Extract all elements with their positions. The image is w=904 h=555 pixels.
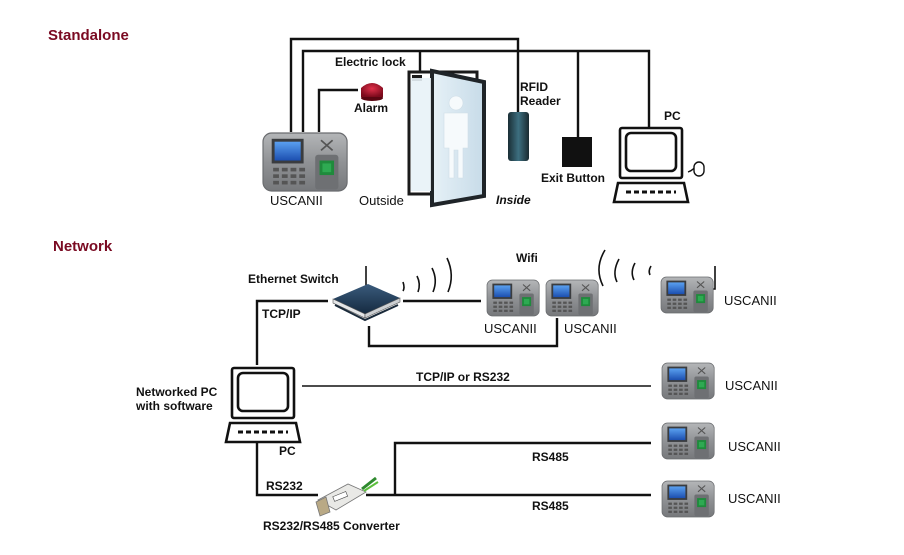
network-pc-label: PC <box>279 444 296 458</box>
mouse-icon <box>693 161 705 177</box>
network-device-1 <box>486 279 540 317</box>
inside-label: Inside <box>496 193 531 207</box>
standalone-wiring <box>289 37 651 137</box>
network-device-1-label: USCANII <box>484 321 537 336</box>
tcpip-label: TCP/IP <box>262 307 301 321</box>
network-device-6-label: USCANII <box>728 491 781 506</box>
network-device-2 <box>545 279 599 317</box>
network-device-5-label: USCANII <box>728 439 781 454</box>
ethernet-switch-icon <box>332 284 401 322</box>
network-device-4-label: USCANII <box>725 378 778 393</box>
exit-button-icon <box>562 137 592 167</box>
section-title-network: Network <box>53 238 113 255</box>
wifi-waves-icon-right <box>598 249 652 287</box>
network-device-6 <box>661 480 715 518</box>
wifi-label: Wifi <box>516 251 538 265</box>
rs232-label: RS232 <box>266 479 303 493</box>
tcpip-or-rs232-label: TCP/IP or RS232 <box>416 370 510 384</box>
networked-pc-icon <box>224 366 302 444</box>
standalone-pc-label: PC <box>664 109 681 123</box>
outside-label: Outside <box>359 193 404 208</box>
section-title-standalone: Standalone <box>48 27 129 44</box>
rfid-label-line1: RFID <box>520 80 548 94</box>
standalone-device-label: USCANII <box>270 193 323 208</box>
alarm-icon <box>361 83 383 101</box>
network-device-3-label: USCANII <box>724 293 777 308</box>
exit-button-label: Exit Button <box>541 171 605 185</box>
ethernet-switch-label: Ethernet Switch <box>248 272 339 286</box>
rfid-reader-icon <box>508 112 529 161</box>
network-device-2-label: USCANII <box>564 321 617 336</box>
network-device-5 <box>661 422 715 460</box>
person-silhouette-icon <box>443 95 469 179</box>
wifi-waves-icon-left <box>402 257 453 293</box>
standalone-uscanii-device <box>262 132 348 192</box>
door-icon <box>407 68 486 208</box>
standalone-pc-icon <box>612 126 705 204</box>
rs232-rs485-converter-icon <box>315 476 379 517</box>
networked-pc-label-line2: with software <box>135 399 213 413</box>
network-device-4 <box>661 362 715 400</box>
alarm-label: Alarm <box>354 101 388 115</box>
rs485-label-upper: RS485 <box>532 450 569 464</box>
rfid-label-line2: Reader <box>520 94 561 108</box>
networked-pc-label-line1: Networked PC <box>136 385 218 399</box>
network-device-3 <box>660 276 714 314</box>
rs485-label-lower: RS485 <box>532 499 569 513</box>
electric-lock-label: Electric lock <box>335 55 406 69</box>
converter-label: RS232/RS485 Converter <box>263 519 400 533</box>
